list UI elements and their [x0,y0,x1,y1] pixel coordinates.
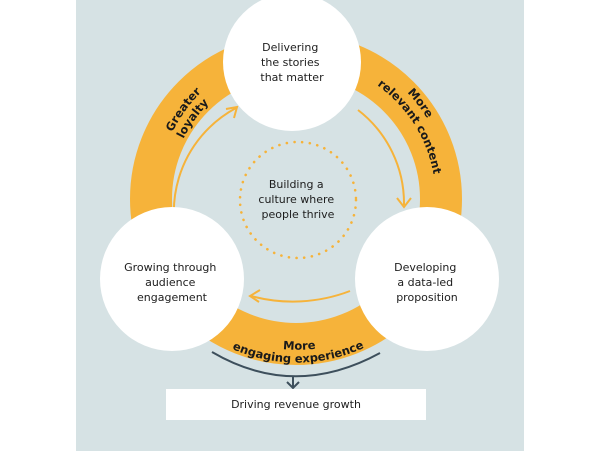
node-top-line: that matter [260,71,324,84]
outcome-arrowhead-icon [286,381,300,390]
arrowhead-left-to-top-icon [225,105,239,119]
center-line: culture where [258,193,334,206]
node-left-line: audience [145,276,196,289]
node-top-circle [223,0,361,131]
arrow-top-to-right [357,109,406,206]
node-right-line: Developing [394,261,456,274]
node-top-line: Delivering [262,41,318,54]
node-right-line: proposition [396,291,458,304]
arc-label-bottom-line1: More [283,338,316,353]
node-right-line: a data-led [397,276,453,289]
node-left-line: engagement [137,291,208,304]
node-top-line: the stories [261,56,320,69]
node-right-circle [355,207,499,351]
node-top-label: Delivering the stories that matter [260,41,324,84]
node-left-circle [100,207,244,351]
arrowhead-right-to-left-icon [248,289,261,303]
outcome-label: Driving revenue growth [231,398,361,411]
center-line: Building a [269,178,324,191]
arrowhead-top-to-right-icon [396,197,412,209]
arrow-right-to-left [250,290,351,303]
node-right-label: Developing a data-led proposition [394,261,460,304]
arc-label-bottom-text1: More [283,338,316,353]
center-label: Building a culture where people thrive [258,178,337,221]
center-dotted-circle [238,140,358,260]
outcome-box: Driving revenue growth [166,389,426,420]
center-line: people thrive [262,208,335,221]
outcome-arc [211,351,381,378]
node-left-label: Growing through audience engagement [124,261,220,304]
node-left-line: Growing through [124,261,216,274]
